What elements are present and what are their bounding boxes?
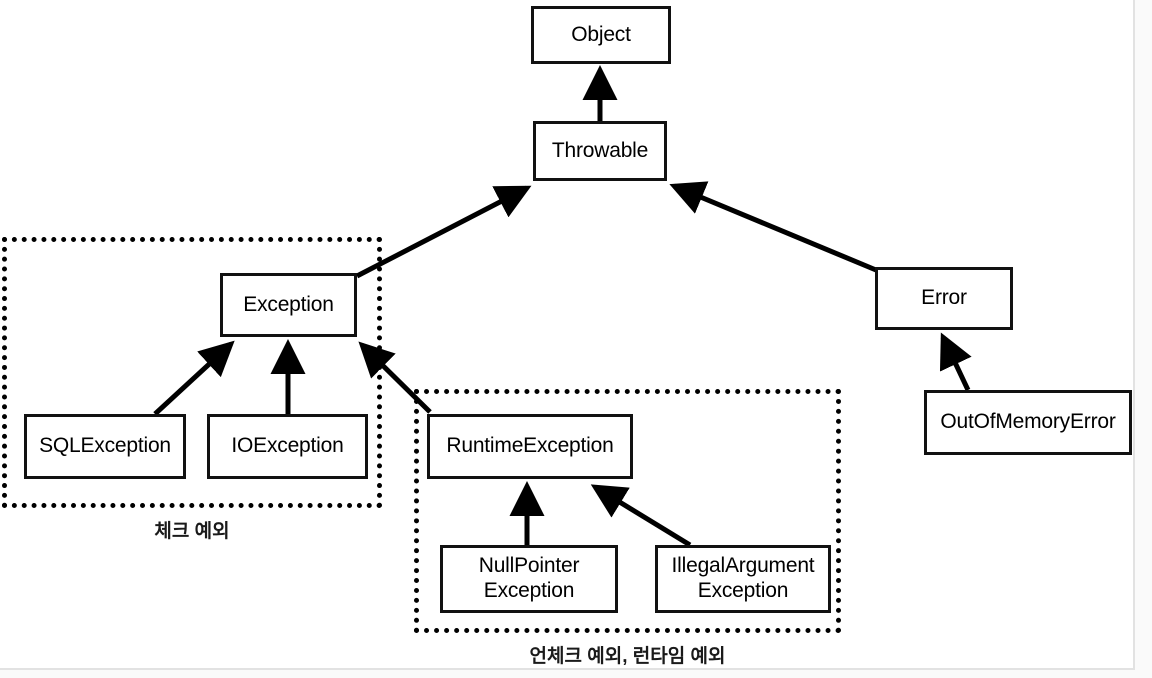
class-node-object[interactable]: Object <box>531 6 671 64</box>
class-node-illegalargumentexception[interactable]: IllegalArgument Exception <box>655 545 831 613</box>
class-node-exception[interactable]: Exception <box>220 273 357 337</box>
class-node-ioexception[interactable]: IOException <box>207 414 368 479</box>
group-box-unchecked <box>414 389 841 633</box>
group-caption-unchecked: 언체크 예외, 런타임 예외 <box>529 646 726 667</box>
class-node-throwable[interactable]: Throwable <box>533 121 667 181</box>
class-node-error[interactable]: Error <box>875 267 1013 330</box>
class-node-sqlexception[interactable]: SQLException <box>24 414 186 479</box>
group-caption-checked: 체크 예외 <box>154 521 230 542</box>
class-node-nullpointerexception[interactable]: NullPointer Exception <box>440 545 618 613</box>
class-node-outofmemoryerror[interactable]: OutOfMemoryError <box>924 390 1132 455</box>
class-node-runtimeexception[interactable]: RuntimeException <box>427 414 633 479</box>
